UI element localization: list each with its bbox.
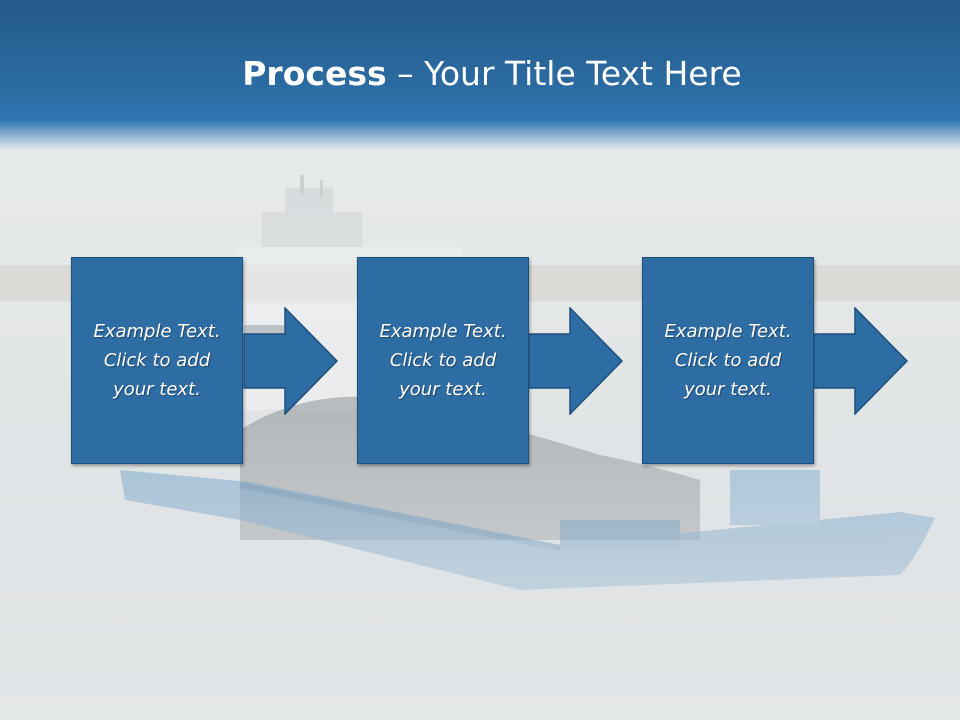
process-step-3-text: Example Text. Click to add your text. <box>664 321 792 400</box>
title-band <box>0 0 960 150</box>
process-step-2[interactable]: Example Text. Click to add your text. <box>357 257 529 464</box>
right-arrow-icon <box>528 307 624 415</box>
right-arrow-icon <box>243 307 339 415</box>
process-step-1-text: Example Text. Click to add your text. <box>93 321 221 400</box>
title-bold-part: Process <box>242 54 387 93</box>
process-step-2-text: Example Text. Click to add your text. <box>379 321 507 400</box>
title-rest-part: – Your Title Text Here <box>386 54 742 93</box>
process-step-3[interactable]: Example Text. Click to add your text. <box>642 257 814 464</box>
process-step-1[interactable]: Example Text. Click to add your text. <box>71 257 243 464</box>
right-arrow-icon <box>813 307 909 415</box>
slide-title[interactable]: Process – Your Title Text Here <box>0 52 960 96</box>
